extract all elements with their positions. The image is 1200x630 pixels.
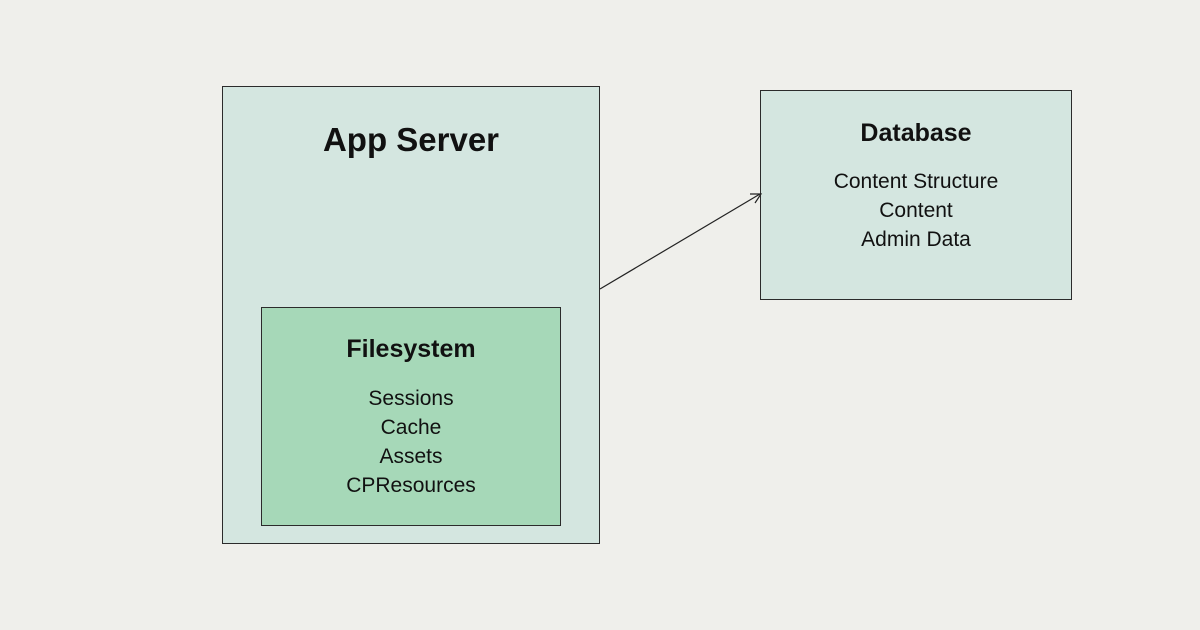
database-title: Database [860,119,972,147]
filesystem-item: Cache [380,416,442,439]
filesystem-item: Assets [379,445,443,468]
filesystem-item: CPResources [346,474,476,497]
filesystem-box: Filesystem Sessions Cache Assets CPResou… [261,307,561,526]
database-item-list: Content Structure Content Admin Data [761,167,1071,254]
filesystem-item: Sessions [368,387,454,410]
database-item: Admin Data [861,228,971,251]
server-to-database-arrow [599,193,761,290]
database-item: Content [879,199,953,222]
database-item: Content Structure [833,170,999,193]
filesystem-title: Filesystem [346,335,476,363]
app-server-title: App Server [322,121,500,158]
filesystem-item-list: Sessions Cache Assets CPResources [262,384,560,500]
database-box: Database Content Structure Content Admin… [760,90,1072,300]
